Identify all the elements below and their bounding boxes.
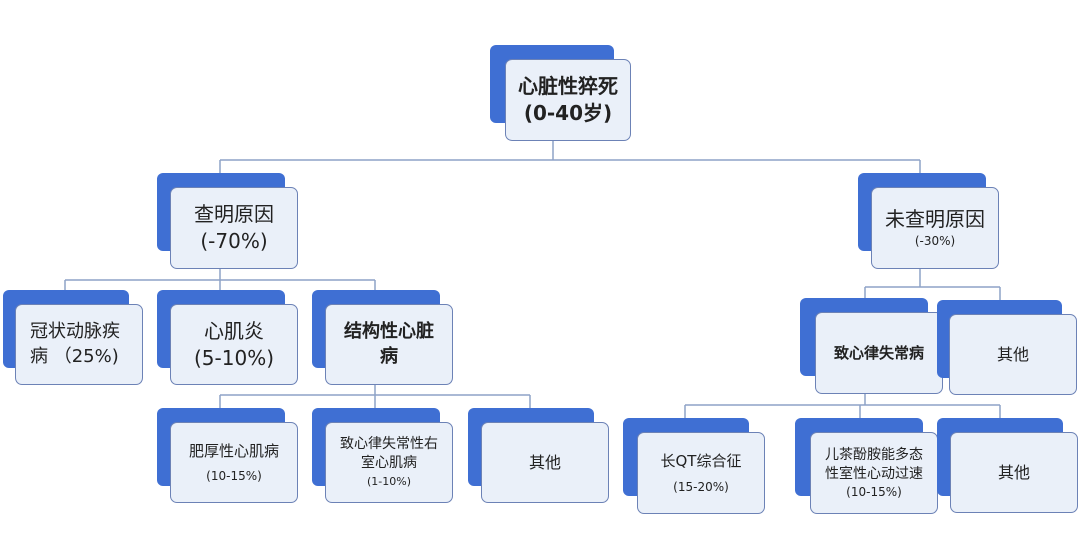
node-other-arrhythmia: 其他 [937,418,1078,513]
node-structural-heart-disease: 结构性心脏 病 [312,290,454,385]
arvc-line1: 致心律失常性右 [340,435,438,452]
cpvt-line1: 儿茶酚胺能多态 [825,447,923,464]
other-structural-label: 其他 [528,452,561,472]
arrhythmia-title: 致心律失常病 [833,343,924,362]
coronary-line2: 病 （25%) [30,345,119,367]
node-cause-not-found: 未查明原因 (-30%) [858,173,1000,269]
coronary-line1: 冠状动脉疾 [30,321,120,343]
root-age-range: (0-40岁) [523,101,613,125]
myocarditis-title: 心肌炎 [204,318,264,343]
node-sudden-cardiac-death: 心脏性猝死 (0-40岁) [490,45,632,141]
long-qt-percent: (15-20%) [673,480,729,495]
node-cause-found: 查明原因 (-70%) [157,173,299,269]
other-unknown-label: 其他 [996,344,1029,364]
arvc-percent: (1-10%) [367,475,411,489]
cpvt-percent: (10-15%) [846,484,902,499]
cpvt-line2: 性室性心动过速 [825,465,923,482]
structural-line2: 病 [380,345,398,367]
found-percent: (-70%) [200,229,268,253]
node-coronary-artery-disease: 冠状动脉疾 病 （25%) [3,290,143,385]
node-arvc: 致心律失常性右 室心肌病 (1-10%) [312,408,454,503]
long-qt-title: 长QT综合征 [660,451,742,470]
node-long-qt-syndrome: 长QT综合征 (15-20%) [623,418,765,514]
found-title: 查明原因 [194,202,274,226]
node-hypertrophic-cardiomyopathy: 肥厚性心肌病 (10-15%) [157,408,299,503]
hcm-percent: (10-15%) [206,468,262,483]
myocarditis-percent: (5-10%) [194,345,274,370]
other-arrhythmia-label: 其他 [997,462,1030,482]
arvc-line2: 室心肌病 [361,454,417,471]
not-found-percent: (-30%) [914,234,956,249]
node-other-unknown-cause: 其他 [937,300,1077,395]
not-found-title: 未查明原因 [885,207,985,232]
hcm-title: 肥厚性心肌病 [188,442,279,461]
node-myocarditis: 心肌炎 (5-10%) [157,290,299,385]
node-arrhythmogenic-disease: 致心律失常病 [800,298,943,394]
node-cpvt: 儿茶酚胺能多态 性室性心动过速 (10-15%) [795,418,938,514]
structural-line1: 结构性心脏 [344,321,434,343]
root-title: 心脏性猝死 [518,74,618,98]
node-other-structural: 其他 [468,408,609,503]
